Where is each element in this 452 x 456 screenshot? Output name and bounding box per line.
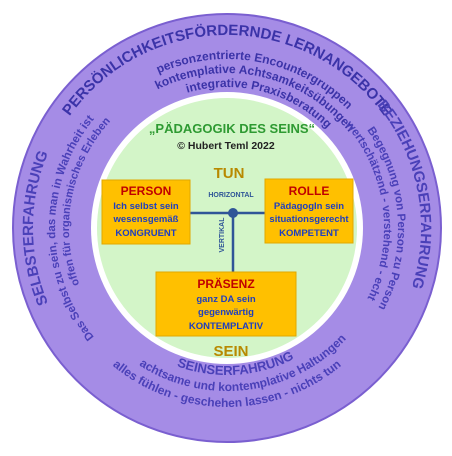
rolle-title: ROLLE [289, 184, 330, 198]
praesenz-line1: ganz DA sein [196, 294, 255, 305]
person-line2: wesensgemäß [113, 214, 179, 225]
rolle-line2: situationsgerecht [269, 214, 349, 225]
praesenz-title: PRÄSENZ [197, 276, 254, 291]
copyright: © Hubert Teml 2022 [177, 140, 275, 152]
rolle-line3: KOMPETENT [279, 228, 339, 239]
person-line3: KONGRUENT [115, 228, 176, 239]
praesenz-line3: KONTEMPLATIV [189, 321, 264, 332]
person-box: PERSON Ich selbst sein wesensgemäß KONGR… [101, 179, 191, 245]
person-title: PERSON [121, 184, 172, 198]
praesenz-box: PRÄSENZ ganz DA sein gegenwärtig KONTEMP… [155, 271, 297, 337]
tun-label: TUN [214, 165, 245, 182]
rolle-box: ROLLE PädagogIn sein situationsgerecht K… [264, 178, 354, 244]
rolle-line1: PädagogIn sein [274, 201, 344, 212]
center-title: „PÄDAGOGIK DES SEINS“ [149, 121, 315, 136]
horizontal-label: HORIZONTAL [208, 192, 254, 199]
person-line1: Ich selbst sein [113, 201, 179, 212]
vertikal-label: VERTIKAL [219, 217, 226, 253]
praesenz-line2: gegenwärtig [198, 307, 254, 318]
connector-node [228, 208, 238, 218]
sein-label: SEIN [213, 343, 248, 360]
